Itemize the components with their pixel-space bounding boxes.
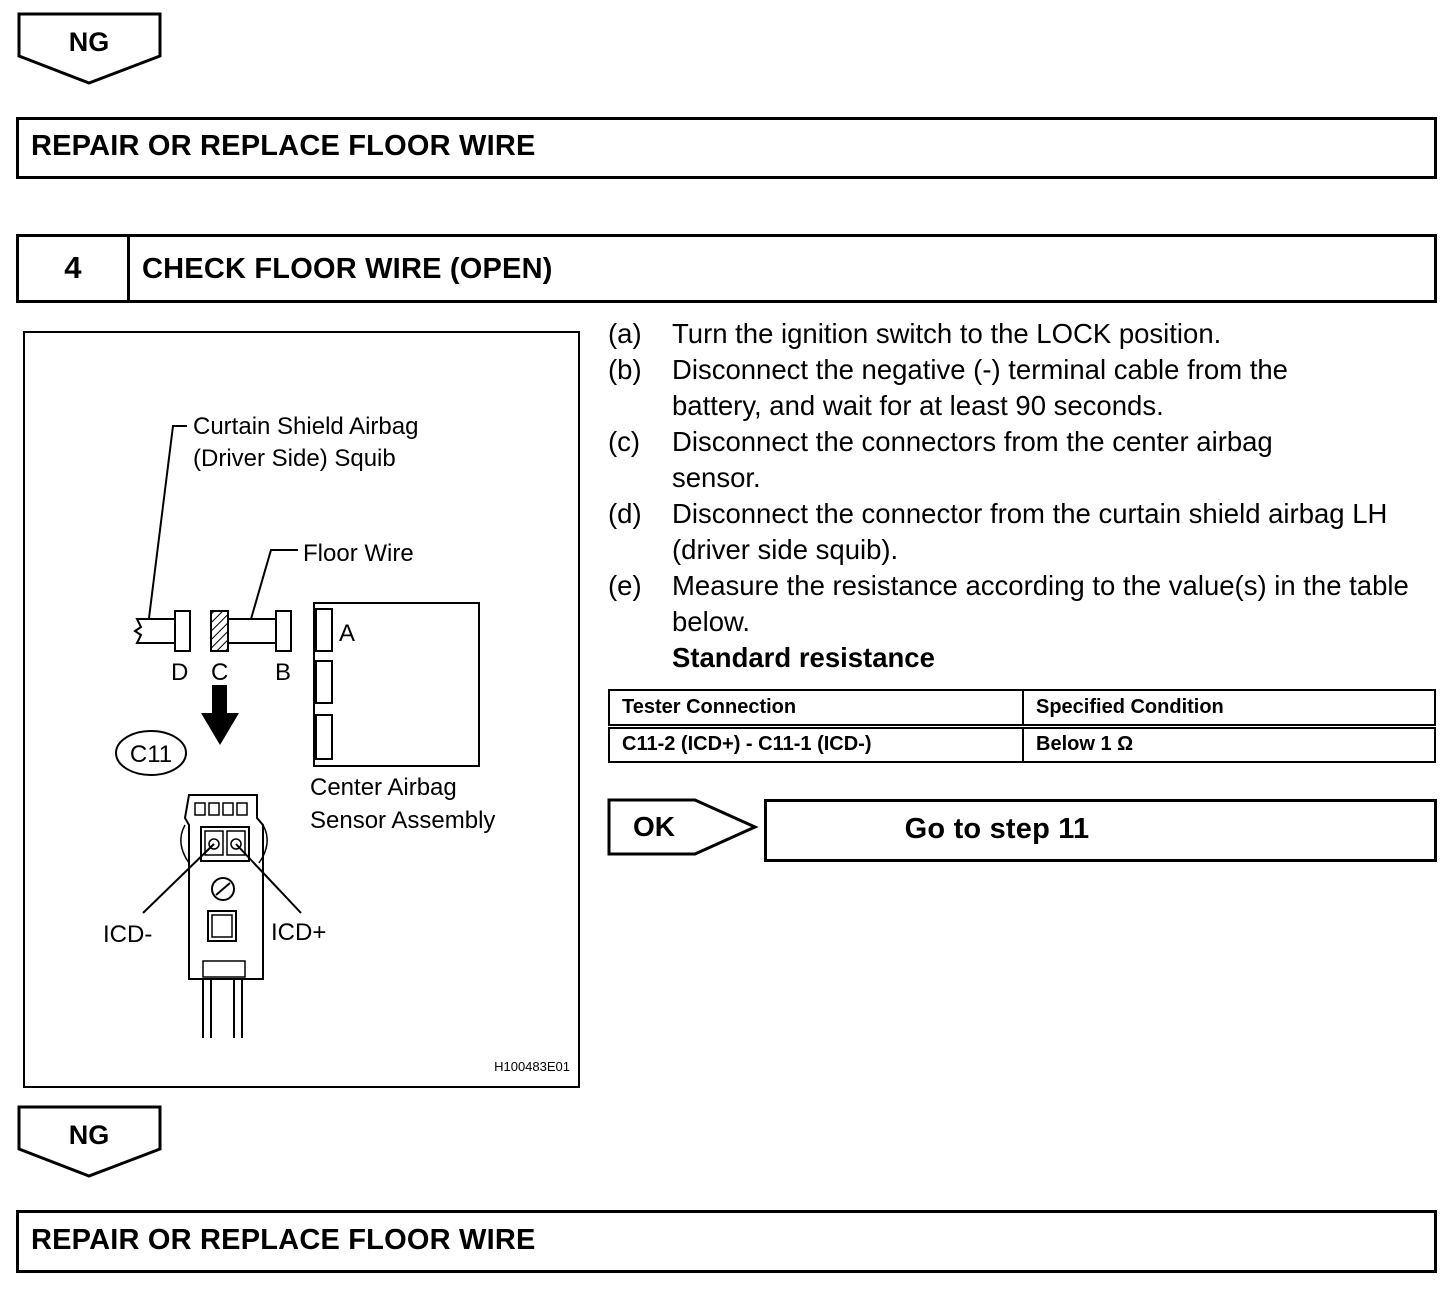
floor-wire-leader-line [250,549,298,620]
instruction-label: (e) [608,570,642,601]
table-cell: C11-2 (ICD+) - C11-1 (ICD-) [608,725,1024,763]
squib-label-line1: Curtain Shield Airbag [193,413,418,440]
ng-badge-bottom: NG [17,1105,162,1178]
sensor-connector-3 [315,714,333,760]
icd-plus-label: ICD+ [271,919,326,946]
instruction-text: Disconnect the negative (-) terminal cab… [672,354,1288,421]
icd-minus-label: ICD- [103,921,152,948]
instruction-text: Turn the ignition switch to the LOCK pos… [672,318,1222,349]
squib-wire-stub [133,618,176,644]
instruction-label: (d) [608,498,642,529]
floor-wire-body [227,618,277,644]
connector-d [174,610,191,652]
instruction-item: (e) Measure the resistance according to … [608,568,1438,640]
connector-c-label: C [211,659,228,686]
floor-wire-label: Floor Wire [303,540,414,567]
ng-badge-top: NG [17,12,162,85]
table-header-cell: Tester Connection [608,689,1024,729]
sensor-connector-a [315,608,333,652]
c11-connector-drawing [180,794,268,1038]
center-airbag-sensor [313,602,480,767]
go-to-step-box[interactable]: Go to step 11 [764,799,1437,862]
squib-leader-line [148,425,187,619]
table-row: C11-2 (ICD+) - C11-1 (ICD-) Below 1 Ω [608,725,1436,763]
instruction-text: Disconnect the connectors from the cente… [672,426,1273,493]
icd-plus-leader [235,843,302,914]
resistance-table: Tester Connection Specified Condition C1… [608,689,1436,763]
figure-code: H100483E01 [494,1059,570,1074]
squib-label-line2: (Driver Side) Squib [193,445,396,472]
instruction-item: (c) Disconnect the connectors from the c… [608,424,1438,496]
connector-d-label: D [171,659,188,686]
sensor-connector-2 [315,660,333,704]
sensor-label-line2: Sensor Assembly [310,807,495,834]
table-cell: Below 1 Ω [1022,725,1436,763]
step-title: CHECK FLOOR WIRE (OPEN) [142,253,553,285]
instruction-item: (d) Disconnect the connector from the cu… [608,496,1438,568]
repair-box-top: REPAIR OR REPLACE FLOOR WIRE [16,117,1437,179]
repair-box-top-text: REPAIR OR REPLACE FLOOR WIRE [31,130,536,162]
sensor-label-line1: Center Airbag [310,774,457,801]
table-header-row: Tester Connection Specified Condition [608,689,1436,729]
ng-badge-top-label: NG [69,27,110,57]
wiring-figure: Curtain Shield Airbag (Driver Side) Squi… [23,331,580,1088]
connector-b-label: B [275,659,291,686]
connector-id-label: C11 [130,741,172,768]
instruction-text: Disconnect the connector from the curtai… [672,498,1388,565]
instruction-label: (b) [608,354,642,385]
connector-id-ellipse [115,730,187,776]
connector-c [210,610,229,652]
down-arrow [201,685,239,745]
ok-badge: OK [607,798,759,856]
instruction-list: (a) Turn the ignition switch to the LOCK… [608,316,1438,640]
instruction-text: Measure the resistance according to the … [672,570,1409,637]
repair-box-bottom: REPAIR OR REPLACE FLOOR WIRE [16,1210,1437,1273]
standard-resistance-label: Standard resistance [672,642,935,673]
icd-minus-leader [142,843,215,914]
instruction-label: (a) [608,318,642,349]
connector-b [275,610,292,652]
ok-badge-label: OK [633,811,675,842]
ng-badge-bottom-label: NG [69,1120,110,1150]
step-header: 4 CHECK FLOOR WIRE (OPEN) [16,234,1437,303]
go-to-step-text: Go to step 11 [904,813,1090,845]
instruction-label: (c) [608,426,641,457]
instruction-item: (b) Disconnect the negative (-) terminal… [608,352,1438,424]
instruction-item: (a) Turn the ignition switch to the LOCK… [608,316,1438,352]
connector-a-label: A [339,620,355,647]
repair-box-bottom-text: REPAIR OR REPLACE FLOOR WIRE [31,1224,536,1256]
table-header-cell: Specified Condition [1022,689,1436,729]
step-number: 4 [64,250,82,285]
